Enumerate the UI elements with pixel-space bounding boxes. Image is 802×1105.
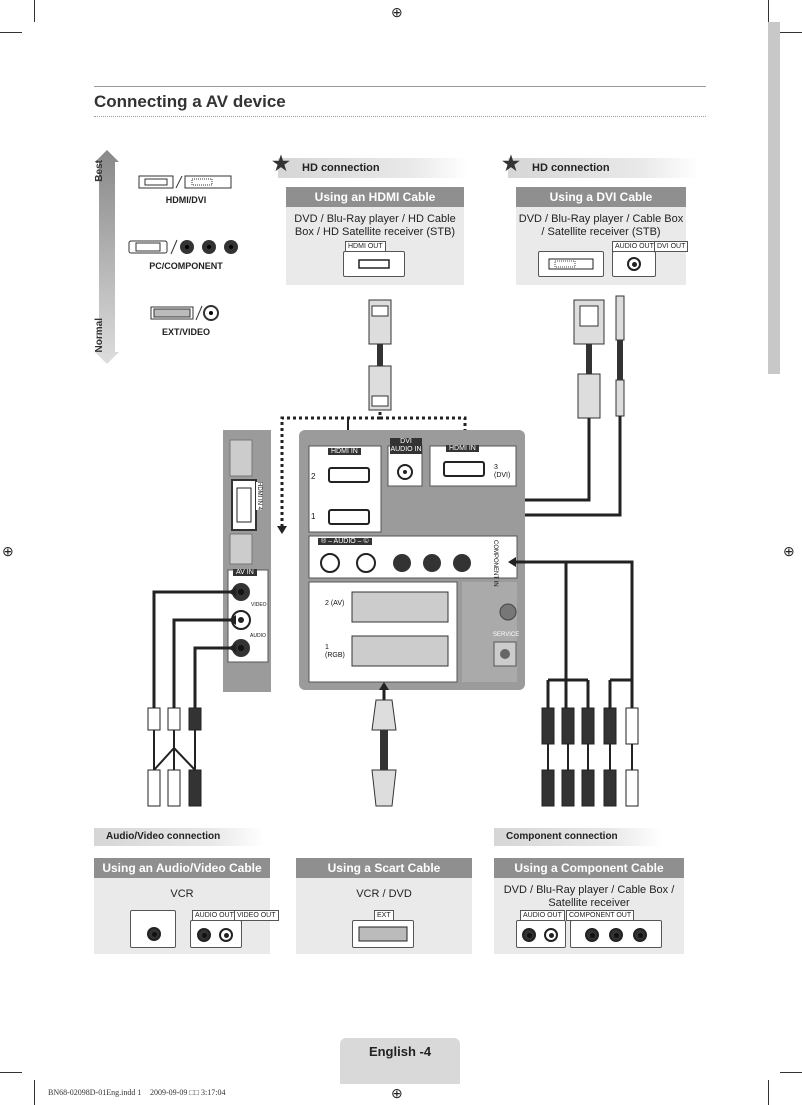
ext-1-label: 1 (RGB) <box>325 644 345 659</box>
audio-out-port <box>612 251 656 277</box>
dvi-card-heading: Using a DVI Cable <box>516 187 686 207</box>
star-icon: ★ <box>502 153 520 175</box>
component-card-desc: DVD / Blu-Ray player / Cable Box / Satel… <box>503 884 675 909</box>
dvi-audio-in-label: DVI AUDIO IN <box>390 438 422 454</box>
hd-connection-tab-label: HD connection <box>302 162 380 174</box>
hdmi-card-desc: DVD / Blu-Ray player / HD Cable Box / HD… <box>294 213 456 238</box>
ext-video-label: EXT/VIDEO <box>161 327 210 337</box>
pc-component-label: PC/COMPONENT <box>149 261 223 271</box>
footer-date: 2009-09-09 □□ 3:17:04 <box>150 1088 226 1097</box>
av-card: Using an Audio/Video Cable VCR <box>94 858 270 954</box>
hdmi-card-heading: Using an HDMI Cable <box>286 187 464 207</box>
av-connection-tab: Audio/Video connection <box>94 828 264 846</box>
video-label: VIDEO <box>251 602 267 608</box>
hdmi-dvi-label: HDMI/DVI <box>165 195 207 205</box>
hd-connection-tab-2: ★ HD connection <box>502 154 698 178</box>
crop-mark <box>0 1072 22 1073</box>
dvi-out-label: DVI OUT <box>654 241 689 252</box>
crop-mark <box>780 1072 802 1073</box>
ext-label: EXT <box>310 624 324 631</box>
crop-mark <box>34 0 35 22</box>
star-icon: ★ <box>272 153 290 175</box>
hdmi-3-dvi-label: 3 (DVI) <box>494 464 511 479</box>
page-number-tab: English -4 <box>340 1038 460 1084</box>
dvi-out-port <box>538 251 604 277</box>
registration-mark-icon: ⊕ <box>783 543 795 559</box>
component-in-label: COMPONENT IN <box>492 540 498 587</box>
title-rule <box>94 86 706 87</box>
component-card-heading: Using a Component Cable <box>494 858 684 878</box>
page-title: Connecting a AV device <box>94 92 286 111</box>
component-connection-tab: Component connection <box>494 828 662 846</box>
hd-connection-tab: ★ HD connection <box>272 154 468 178</box>
component-audio-out-port <box>516 920 566 948</box>
vcr-audio-out-port <box>130 910 176 948</box>
av-video-out-label: VIDEO OUT <box>234 910 279 921</box>
component-video-out-port <box>570 920 662 948</box>
registration-mark-icon: ⊕ <box>391 1085 403 1101</box>
side-thumb-strip <box>768 22 780 374</box>
registration-mark-icon: ⊕ <box>2 543 14 559</box>
audio-label: ® – AUDIO – © <box>318 538 372 545</box>
av-card-heading: Using an Audio/Video Cable <box>94 858 270 878</box>
av-in-label: AV IN <box>233 569 257 576</box>
ext-video-connector-icon <box>150 304 220 322</box>
registration-mark-icon: ⊕ <box>391 4 403 20</box>
service-label: SERVICE <box>493 632 520 638</box>
hdmi-in-3-label: HDMI IN <box>446 445 479 452</box>
hdmi-in-4-label: HDMI IN 4 <box>256 482 262 511</box>
hdmi-out-port <box>343 251 405 277</box>
av-card-desc: VCR <box>170 888 194 900</box>
crop-mark <box>34 1080 35 1105</box>
crop-mark <box>768 1080 769 1105</box>
hdmi-port-2-num: 2 <box>311 472 316 481</box>
crop-mark <box>0 32 22 33</box>
hd-connection-tab-2-label: HD connection <box>532 162 610 174</box>
hdmi-in-label: HDMI IN <box>328 448 361 455</box>
title-underline <box>94 116 706 117</box>
quality-scale-arrow <box>95 150 119 364</box>
ext-2-label: 2 (AV) <box>325 600 345 607</box>
footer-file: BN68-02098D-01Eng.indd 1 <box>48 1088 142 1097</box>
vcr-av-out-port <box>190 920 242 948</box>
crop-mark <box>768 0 769 22</box>
crop-mark <box>780 32 802 33</box>
dvi-card-desc: DVD / Blu-Ray player / Cable Box / Satel… <box>518 213 684 238</box>
scart-card-desc: VCR / DVD <box>356 888 412 900</box>
pc-component-connector-icon <box>128 238 246 256</box>
scart-card-heading: Using a Scart Cable <box>296 858 472 878</box>
hdmi-port-1-num: 1 <box>311 512 316 521</box>
scart-out-port <box>352 920 414 948</box>
audio-side-label: AUDIO <box>250 633 266 639</box>
hdmi-dvi-connector-icon <box>138 174 234 190</box>
